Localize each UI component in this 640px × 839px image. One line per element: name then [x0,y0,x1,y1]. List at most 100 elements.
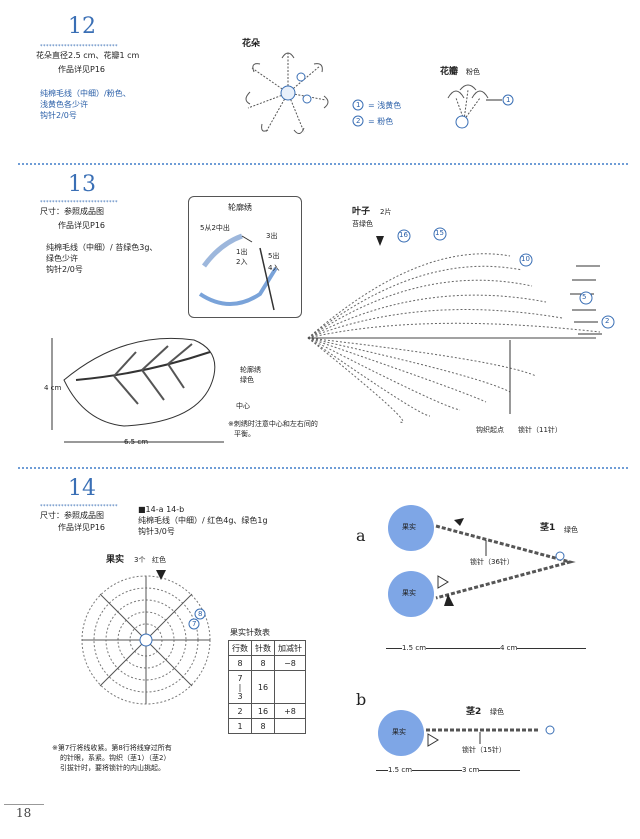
row-marker-2: 2 [605,317,610,325]
row-marker-5: 5 [582,293,587,301]
pattern-number-14: 14 [68,476,96,501]
table-header: 针数 [251,640,275,656]
height-dim: 4 cm [44,384,62,392]
cell: 8 [251,655,275,671]
cell: 16 [251,703,275,719]
chain-label: 锁针（11针） [518,426,562,434]
dim-line-a [386,648,586,649]
fruit-ball-1-label: 果实 [402,523,416,531]
petal-diagram [447,84,514,129]
cell: −8 [274,655,306,671]
yarn-text-2: 浅黄色各少许 [40,100,88,109]
section-divider [18,163,628,165]
footer-line [4,804,44,805]
yarn-text: 纯棉毛线（中细）/ 红色4g、绿色1g [138,516,268,525]
stitch-label-1: 1出 [236,248,248,256]
dim-b1: 1.5 cm [388,766,413,775]
row-marker-8: 8 [198,610,203,618]
legend-1: = 浅黄色 [368,101,402,110]
cell [274,718,306,734]
star-divider: ************************** [40,44,118,50]
row-marker-16: 16 [399,231,408,239]
yarn-text: 纯棉毛线（中细）/ 苔绿色3g、 [46,243,158,252]
legend-marker-1: 1 [356,101,361,109]
note-14-2: 的针眼，系紧。钩织（茎1）（茎2） [60,754,171,762]
hook-text: 钩针2/0号 [40,111,77,120]
leaf-chart [307,227,615,423]
hook-text: 钩针2/0号 [46,265,83,274]
stitch-label-2: 2入 [236,258,248,266]
dim-b2: 3 cm [462,766,480,775]
stitch-box [188,196,302,318]
variant-a-label: a [356,526,366,545]
flower-diagram [245,52,329,134]
stem1-color: 绿色 [564,526,578,534]
stitch-label-5from2: 5从2中出 [200,224,230,232]
leaf-drawing [51,337,224,443]
note-14-3: 引拔针时，要将锁针的内山挑起。 [60,764,165,772]
leaf-title: 叶子 [352,207,371,217]
cell [274,670,306,704]
start-label: 钩织起点 [476,426,504,434]
fruit-chart [81,570,211,705]
table-header: 行数 [228,640,252,656]
legend-2: = 粉色 [368,117,394,126]
table-header: 加减针 [274,640,306,656]
leaf-count: 2片 [380,208,392,216]
embroidery-label: 轮廓绣 [240,366,261,374]
section-divider [18,467,628,469]
chain36-label: 锁针（36针） [470,558,514,566]
row-marker-15: 15 [435,229,444,237]
fruit-ball-1 [388,505,434,551]
cell: +8 [274,703,306,719]
stitch-title: 轮廓绣 [228,203,252,212]
petal-color: 粉色 [466,68,480,76]
detail-ref: 作品详见P16 [58,65,106,74]
cell: 2 [228,703,252,719]
pattern-number-12: 12 [68,14,96,39]
variant-label: ■14-a 14-b [138,505,185,514]
stem2-color: 绿色 [490,708,504,716]
note-13: ※刺绣时注意中心和左右间的 [228,420,318,428]
cell: 8 [228,655,252,671]
dim-line-b [376,770,520,771]
stitch-diagram [198,233,278,311]
stitch-label-5: 5出 [268,252,280,260]
size-text: 尺寸：参照成品图 [40,207,104,216]
flower-title: 花朵 [242,39,261,49]
legend-markers [352,99,364,127]
size-text: 花朵直径2.5 cm、花瓣1 cm [36,51,140,60]
fruit-title: 果实 [106,555,125,565]
row-marker-10: 10 [521,255,530,263]
dim-a2: 4 cm [500,644,518,653]
table-title: 果实针数表 [230,628,270,637]
note-13-2: 平衡。 [234,430,255,438]
stitch-label-3: 3出 [266,232,278,240]
petal-marker: 1 [506,96,511,104]
leaf-color: 苔绿色 [352,220,373,228]
detail-ref: 作品详见P16 [58,221,106,230]
note-14: ※第7行将线收紧。第8行将线穿过所有 [52,744,172,752]
variant-b-label: b [356,690,367,709]
fruit-ball-3 [378,710,424,756]
yarn-text: 纯棉毛线（中细）/粉色、 [40,89,131,98]
stem-b [426,725,555,747]
embroidery-color: 绿色 [240,376,254,384]
stitch-label-4: 4入 [268,264,280,272]
detail-ref: 作品详见P16 [58,523,106,532]
cell: 16 [251,670,275,704]
row-marker-7: 7 [192,620,197,628]
fruit-ball-3-label: 果实 [392,728,406,736]
star-divider: ************************** [40,200,118,206]
stem2-title: 茎2 [466,707,482,717]
petal-title: 花瓣 [440,67,459,77]
page-number: 18 [16,806,32,820]
cell: 1 [228,718,252,734]
stem1-title: 茎1 [540,523,556,533]
pattern-number-13: 13 [68,172,96,197]
